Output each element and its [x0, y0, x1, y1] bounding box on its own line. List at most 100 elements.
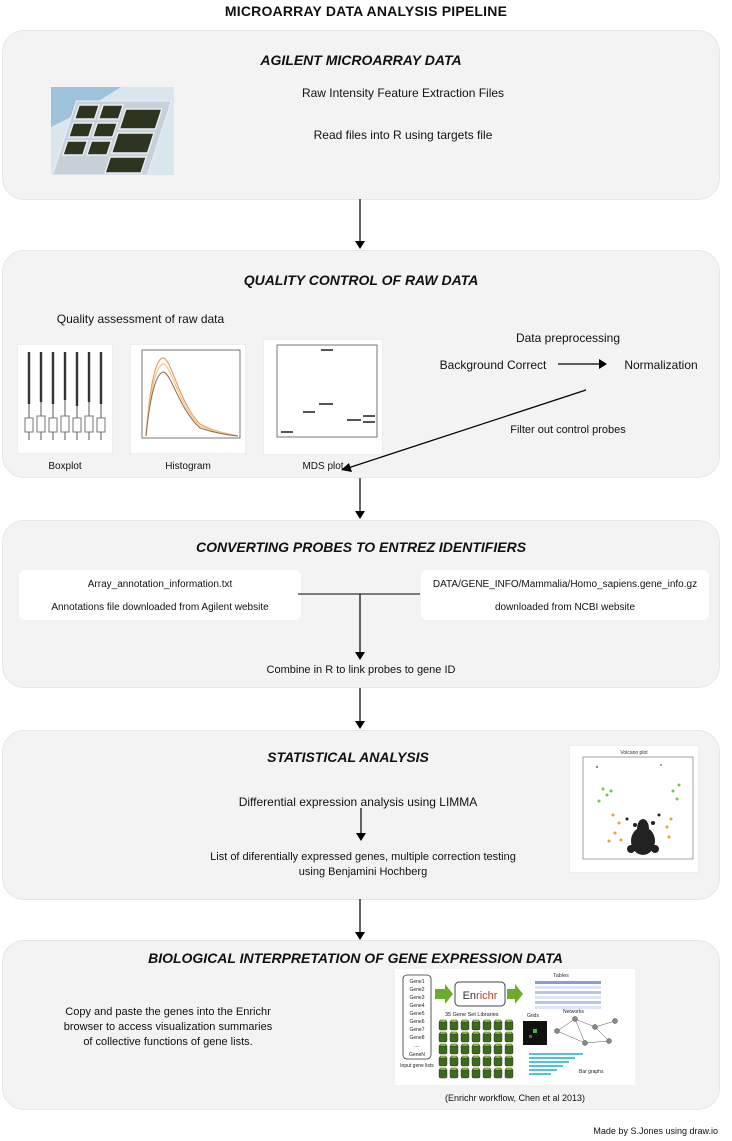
enrichr-logo-en: En — [463, 990, 476, 1002]
gene-set-library-jar — [438, 1044, 448, 1055]
gene-set-library-jar — [438, 1068, 448, 1079]
gene-set-library-jar — [482, 1068, 492, 1079]
volcano-plot-title: Volcano plot — [620, 750, 648, 756]
flow-arrow — [355, 899, 365, 940]
enrichr-desc-1: Copy and paste the genes into the Enrich… — [65, 1006, 271, 1018]
gene-set-library-jar — [471, 1020, 481, 1031]
gene-set-library-jar — [460, 1020, 470, 1031]
gene-set-library-jar — [438, 1032, 448, 1043]
normalization-label: Normalization — [624, 358, 698, 372]
gene-set-library-jar — [471, 1032, 481, 1043]
mds-plot-image — [263, 339, 383, 455]
svg-text:Enrichr: Enrichr — [463, 990, 498, 1002]
jar-lid — [450, 1043, 458, 1047]
jar-lid — [494, 1043, 502, 1047]
jar-lid — [461, 1043, 469, 1047]
read-files-text: Read files into R using targets file — [313, 128, 493, 142]
gene-set-library-jar — [504, 1056, 514, 1067]
preprocessing-label: Data preprocessing — [515, 331, 621, 345]
jar-lid — [505, 1067, 513, 1071]
gene-set-library-jar — [449, 1068, 459, 1079]
jar-lid — [494, 1019, 502, 1023]
gene-set-library-jar — [460, 1032, 470, 1043]
jar-lid — [494, 1067, 502, 1071]
gene-set-library-jar — [438, 1020, 448, 1031]
gene-set-library-jar — [504, 1068, 514, 1079]
boxplot-caption: Boxplot — [48, 461, 82, 472]
gene-item: Gene5 — [409, 1011, 424, 1017]
section-title: BIOLOGICAL INTERPRETATION OF GENE EXPRES… — [148, 950, 563, 966]
footer-credit: Made by S.Jones using draw.io — [593, 1126, 718, 1136]
gene-set-library-jar — [493, 1020, 503, 1031]
jar-lid — [472, 1031, 480, 1035]
gene-set-library-jar — [449, 1044, 459, 1055]
jar-lid — [483, 1043, 491, 1047]
gene-item: Gene3 — [409, 995, 424, 1001]
gene-set-library-jar — [504, 1032, 514, 1043]
jar-lid — [472, 1055, 480, 1059]
gene-item: Gene4 — [409, 1003, 424, 1009]
gene-item: Gene1 — [409, 979, 424, 985]
volcano-plot-image: Volcano plot — [569, 745, 699, 873]
gene-set-library-jar — [482, 1032, 492, 1043]
jar-lid — [439, 1067, 447, 1071]
gene-info-filename: DATA/GENE_INFO/Mammalia/Homo_sapiens.gen… — [432, 579, 698, 590]
gene-set-library-jar — [449, 1032, 459, 1043]
gene-set-library-jar — [471, 1068, 481, 1079]
qa-label: Quality assessment of raw data — [56, 312, 225, 326]
section-converting-probes: CONVERTING PROBES TO ENTREZ IDENTIFIERS … — [2, 520, 720, 688]
boxplot-image — [17, 344, 113, 454]
page-title: MICROARRAY DATA ANALYSIS PIPELINE — [224, 3, 508, 19]
section-biological-interpretation: BIOLOGICAL INTERPRETATION OF GENE EXPRES… — [2, 940, 720, 1110]
jar-lid — [505, 1043, 513, 1047]
gene-set-library-jar — [493, 1068, 503, 1079]
filter-label: Filter out control probes — [510, 424, 626, 436]
enrichr-caption: (Enrichr workflow, Chen et al 2013) — [444, 1093, 586, 1103]
gene-set-library-jar — [504, 1044, 514, 1055]
agilent-annotation-box: Array_annotation_information.txt Annotat… — [19, 570, 301, 620]
jar-lid — [450, 1031, 458, 1035]
gene-set-library-jar — [471, 1056, 481, 1067]
jar-lid — [450, 1055, 458, 1059]
jar-lid — [505, 1031, 513, 1035]
libraries-label: 35 Gene Set Libraries — [445, 1012, 499, 1018]
jar-lid — [439, 1019, 447, 1023]
gene-item: Gene8 — [409, 1035, 424, 1041]
gene-set-library-jar — [493, 1044, 503, 1055]
enrichr-desc-3: of collective functions of gene lists. — [83, 1036, 253, 1048]
gene-set-library-jar — [460, 1056, 470, 1067]
mds-plot-caption: MDS plot — [302, 461, 344, 472]
jar-lid — [483, 1019, 491, 1023]
gene-set-library-jar — [438, 1056, 448, 1067]
flow-arrow — [355, 199, 365, 249]
limma-to-deg-arrow — [356, 808, 366, 841]
flow-arrow — [355, 478, 365, 519]
section-title: CONVERTING PROBES TO ENTREZ IDENTIFIERS — [195, 539, 527, 555]
input-lists-label: Input gene lists — [400, 1063, 434, 1069]
histogram-caption: Histogram — [165, 461, 211, 472]
jar-lid — [450, 1067, 458, 1071]
raw-files-text: Raw Intensity Feature Extraction Files — [301, 86, 505, 100]
gene-set-library-jar — [504, 1020, 514, 1031]
gene-set-library-jar — [449, 1056, 459, 1067]
limma-text: Differential expression analysis using L… — [238, 795, 478, 809]
jar-lid — [505, 1019, 513, 1023]
jar-lid — [494, 1055, 502, 1059]
annotation-filename: Array_annotation_information.txt — [87, 579, 233, 590]
enrichr-workflow-image: Gene1 Gene2 Gene3 Gene4 Gene5 Gene6 Gene… — [395, 969, 635, 1085]
gene-set-library-jar — [493, 1032, 503, 1043]
background-correct-label: Background Correct — [439, 358, 547, 372]
jar-lid — [472, 1067, 480, 1071]
histogram-image — [130, 344, 246, 454]
combine-connector — [298, 593, 420, 660]
jar-lid — [461, 1031, 469, 1035]
gene-set-library-jar — [449, 1020, 459, 1031]
gene-set-library-jar — [493, 1056, 503, 1067]
jar-lid — [461, 1055, 469, 1059]
gene-item: GeneN — [409, 1052, 425, 1058]
section-agilent: AGILENT MICROARRAY DATA Raw Intensity Fe… — [2, 30, 720, 200]
section-title: AGILENT MICROARRAY DATA — [260, 52, 462, 68]
gene-item: .... — [414, 1043, 420, 1049]
gene-set-library-jar — [471, 1044, 481, 1055]
gene-item: Gene7 — [409, 1027, 424, 1033]
